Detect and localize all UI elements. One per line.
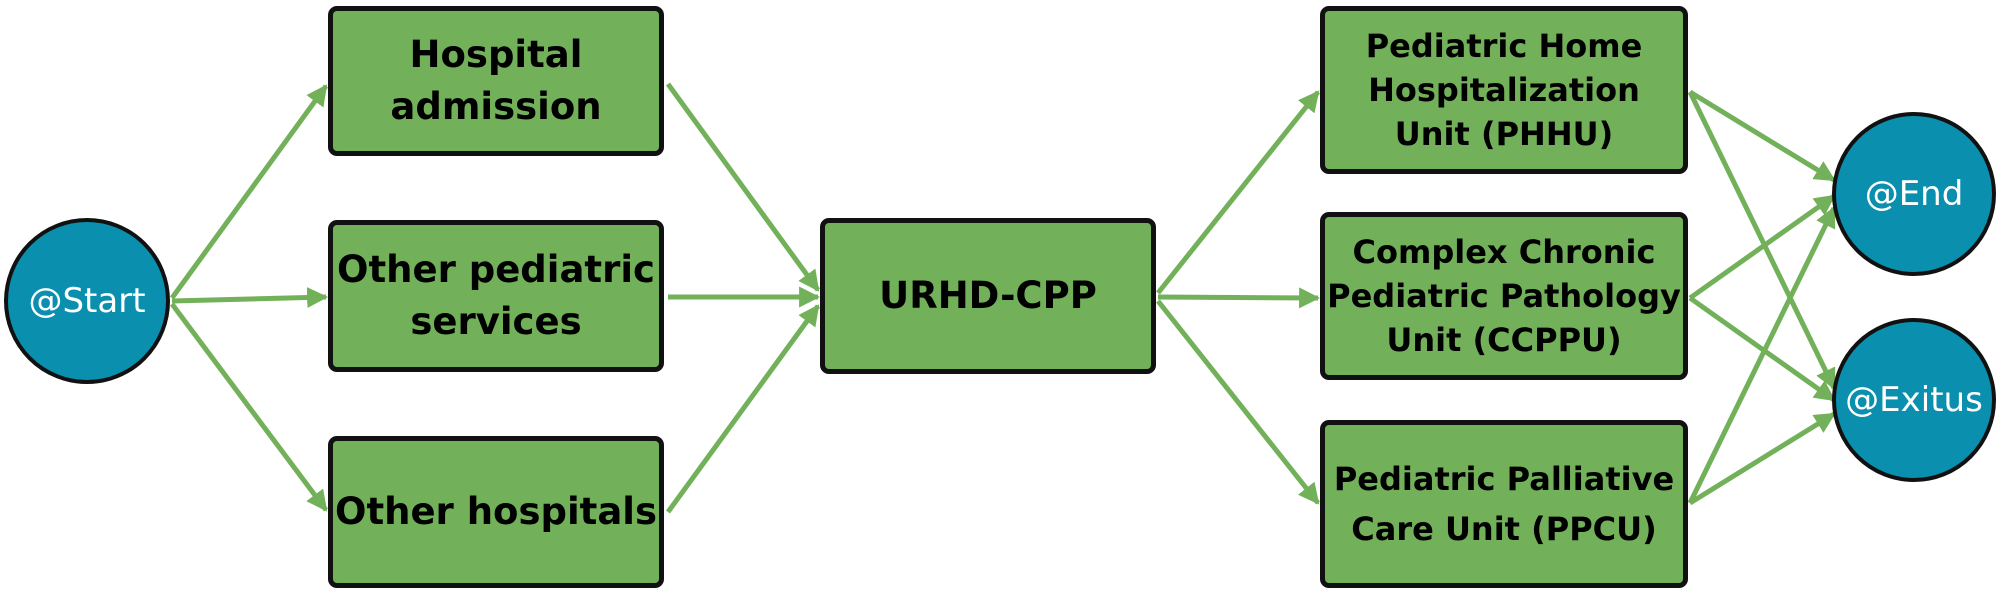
- exitus-node[interactable]: @Exitus: [1832, 318, 1996, 482]
- urhd-cpp-label: URHD-CPP: [879, 274, 1097, 317]
- other-hospitals-label: Other hospitals: [334, 490, 657, 533]
- ccppu-label: Complex Chronic Pediatric Pathology Unit…: [1327, 233, 1681, 359]
- hospital-admission-label: Hospital admission: [390, 33, 602, 128]
- arrow-ppcu-to-exitus: [1688, 411, 1836, 506]
- ppcu-node[interactable]: Pediatric Palliative Care Unit (PPCU): [1320, 420, 1688, 588]
- arrow-urhd-cpp-to-phhu: [1156, 90, 1320, 295]
- arrow-phhu-to-exitus: [1687, 90, 1837, 390]
- arrow-urhd-cpp-to-ccppu: [1157, 287, 1321, 309]
- end-label: @End: [1864, 174, 1964, 214]
- arrow-start-to-hospital-admission: [169, 84, 329, 300]
- arrow-start-to-other-pediatric-services: [171, 286, 329, 308]
- arrow-urhd-cpp-to-ppcu: [1156, 299, 1320, 505]
- exitus-label: @Exitus: [1845, 380, 1983, 420]
- ppcu-label: Pediatric Palliative Care Unit (PPCU): [1333, 460, 1675, 548]
- arrow-ppcu-to-end: [1687, 206, 1837, 505]
- other-hospitals-node[interactable]: Other hospitals: [328, 436, 664, 588]
- edges: [169, 82, 1837, 514]
- phhu-node[interactable]: Pediatric Home Hospitalization Unit (PHH…: [1320, 6, 1688, 174]
- other-pediatric-services-label: Other pediatric services: [337, 248, 655, 343]
- other-pediatric-services-node[interactable]: Other pediatric services: [328, 220, 664, 372]
- hospital-admission-node[interactable]: Hospital admission: [328, 6, 664, 156]
- ccppu-node[interactable]: Complex Chronic Pediatric Pathology Unit…: [1320, 212, 1688, 380]
- urhd-cpp-node[interactable]: URHD-CPP: [820, 218, 1156, 374]
- arrow-hospital-admission-to-urhd-cpp: [665, 82, 821, 292]
- arrow-other-hospitals-to-urhd-cpp: [665, 304, 821, 514]
- phhu-label: Pediatric Home Hospitalization Unit (PHH…: [1365, 27, 1643, 153]
- arrow-phhu-to-end: [1688, 89, 1836, 183]
- start-label: @Start: [28, 281, 146, 321]
- end-node[interactable]: @End: [1832, 112, 1996, 276]
- arrow-ccppu-to-end: [1688, 193, 1836, 301]
- arrow-start-to-other-hospitals: [169, 302, 329, 512]
- arrow-ccppu-to-exitus: [1688, 295, 1836, 403]
- start-node[interactable]: @Start: [4, 218, 170, 384]
